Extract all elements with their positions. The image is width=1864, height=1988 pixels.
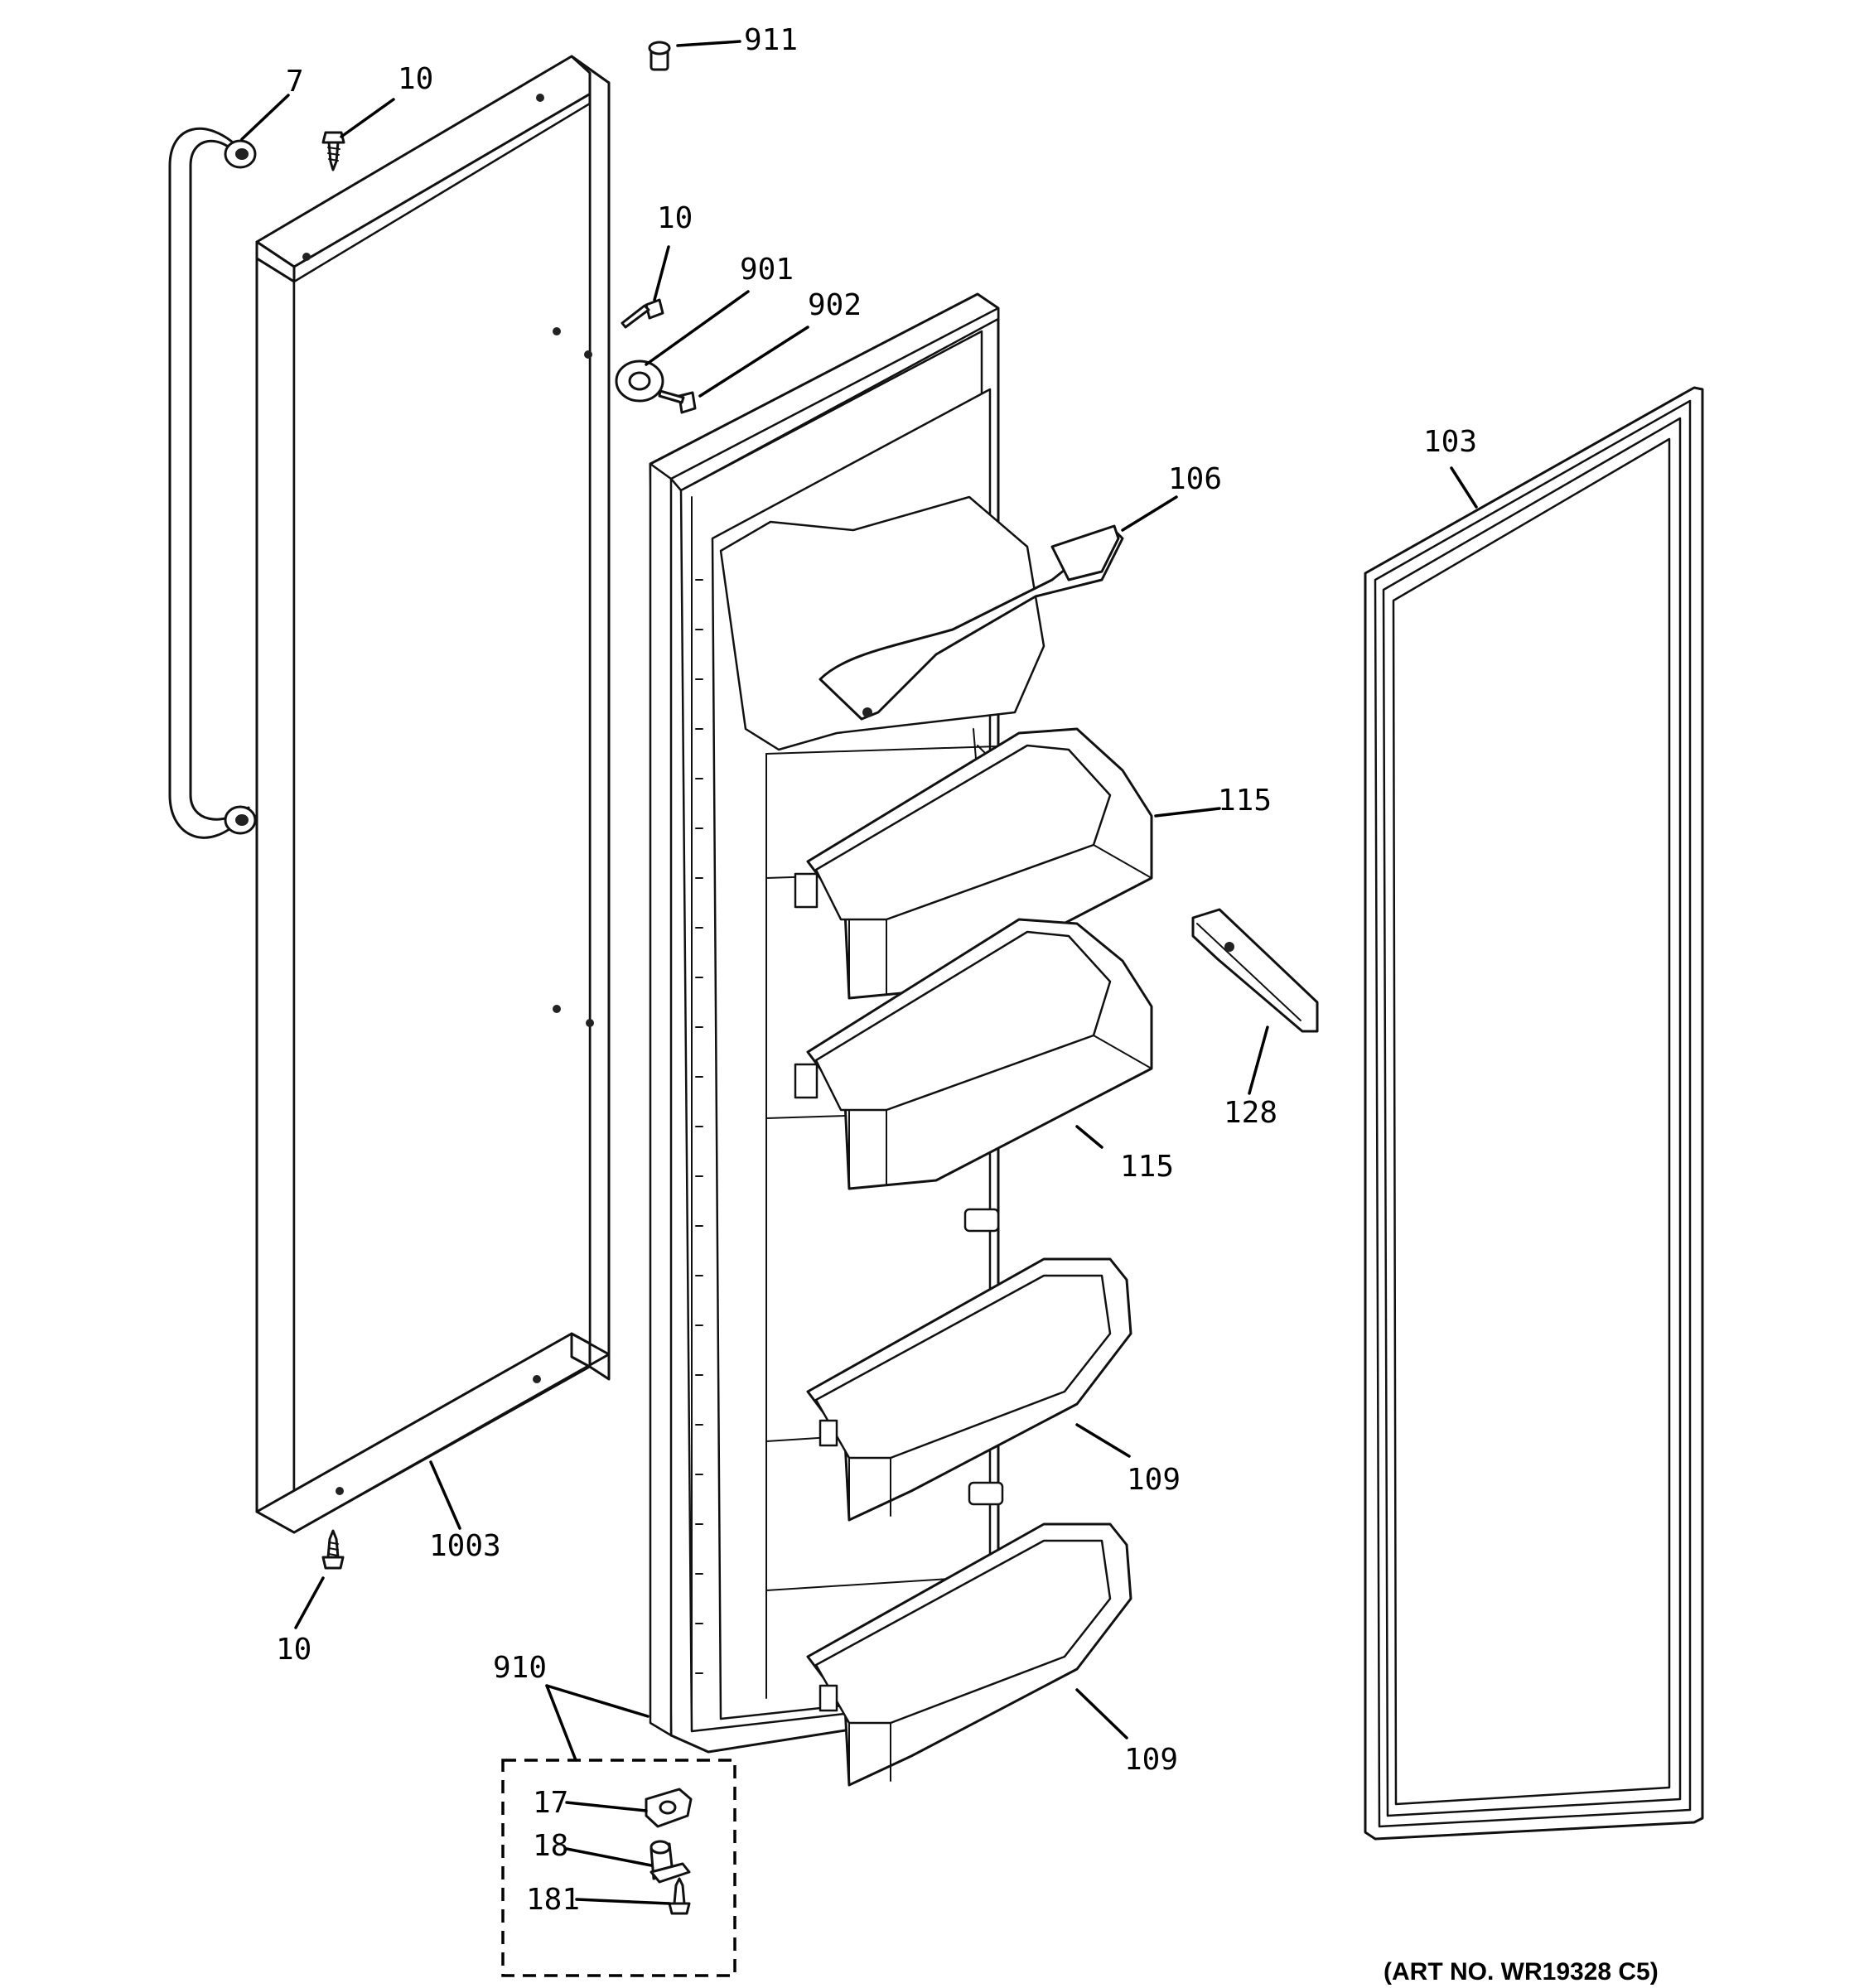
- callout-115-a: 115: [1218, 784, 1272, 818]
- hinge-bracket-17-icon: [645, 1788, 693, 1828]
- callout-902: 902: [808, 288, 862, 322]
- callout-10-mid: 10: [657, 201, 693, 235]
- callout-109-a: 109: [1127, 1463, 1181, 1497]
- callout-17: 17: [533, 1786, 568, 1820]
- door-bin-109-upper: [806, 1257, 1132, 1522]
- callout-128: 128: [1224, 1096, 1277, 1130]
- callout-10-bottom: 10: [276, 1633, 311, 1667]
- callout-10-top: 10: [398, 62, 433, 96]
- callout-109-b: 109: [1124, 1743, 1178, 1777]
- door-bin-109-lower: [806, 1522, 1132, 1787]
- door-bin-115-upper: [794, 727, 1153, 1000]
- callout-1003: 1003: [429, 1529, 501, 1563]
- callout-911: 911: [744, 23, 798, 57]
- hinge-screw-icon: [621, 298, 664, 329]
- hinge-screw-181-icon: [668, 1877, 691, 1915]
- leader-lines: [240, 40, 1478, 1905]
- plug-911-icon: [648, 41, 671, 71]
- bracket-128: [1191, 908, 1319, 1033]
- dairy-door-106: [819, 524, 1124, 721]
- callout-18: 18: [533, 1829, 568, 1863]
- callout-103: 103: [1423, 425, 1477, 459]
- hinge-pin-18-icon: [650, 1840, 691, 1884]
- callout-115-b: 115: [1120, 1150, 1174, 1184]
- screw-902-icon: [658, 389, 697, 414]
- callout-181: 181: [526, 1883, 580, 1917]
- screw-top-icon: [321, 131, 345, 171]
- door-handle: [168, 127, 257, 839]
- art-number: (ART NO. WR19328 C5): [1384, 1958, 1659, 1986]
- hinge-assembly-box: [501, 1759, 736, 1977]
- callout-910: 910: [493, 1651, 547, 1685]
- door-gasket-103: [1364, 386, 1704, 1841]
- screw-bottom-icon: [321, 1529, 345, 1570]
- washer-icon: [615, 359, 664, 403]
- callout-106: 106: [1168, 462, 1222, 496]
- door-bin-115-lower: [794, 918, 1153, 1190]
- callout-7: 7: [286, 65, 304, 99]
- callout-901: 901: [740, 253, 794, 287]
- outer-door-panel: [255, 55, 611, 1534]
